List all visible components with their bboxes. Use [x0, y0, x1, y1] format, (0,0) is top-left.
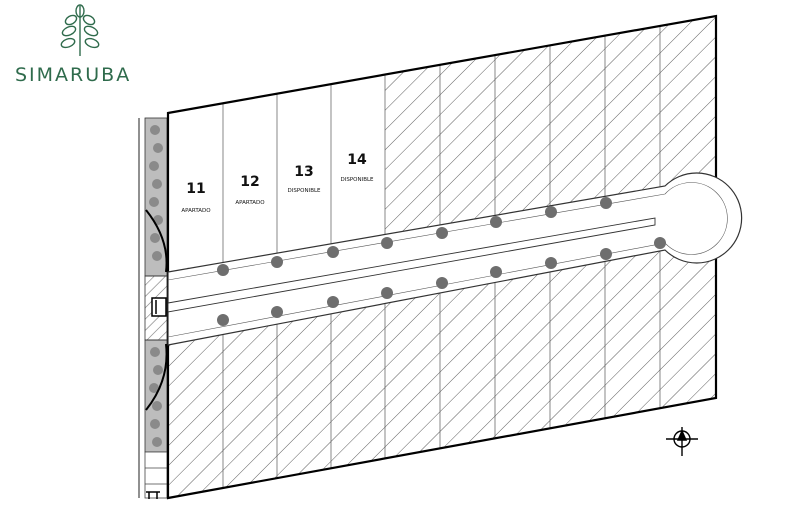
lot-status: DISPONIBLE: [340, 177, 374, 183]
lot-status: DISPONIBLE: [287, 188, 321, 194]
lot-number: 12: [240, 174, 259, 190]
brand-name: SIMARUBA: [15, 64, 131, 86]
lot-13[interactable]: 13 DISPONIBLE: [287, 164, 321, 194]
lot-status: APARTADO: [235, 200, 265, 206]
brand-logo: SIMARUBA: [15, 4, 131, 86]
lot-number: 13: [294, 164, 313, 180]
lot-number: 11: [186, 181, 205, 197]
lot-labels: 11 APARTADO 12 APARTADO 13 DISPONIBLE 14…: [181, 152, 374, 214]
lot-11[interactable]: 11 APARTADO: [181, 181, 211, 214]
lot-12[interactable]: 12 APARTADO: [235, 174, 265, 206]
lot-14[interactable]: 14 DISPONIBLE: [340, 152, 374, 183]
left-landscape-strip: [138, 117, 168, 499]
north-arrow-icon: [666, 427, 698, 456]
leaf-tree-icon: [60, 4, 100, 56]
road-trees: [217, 197, 666, 326]
lot-number: 14: [347, 152, 367, 168]
lot-status: APARTADO: [181, 208, 211, 214]
road-boulevard: [167, 172, 743, 346]
